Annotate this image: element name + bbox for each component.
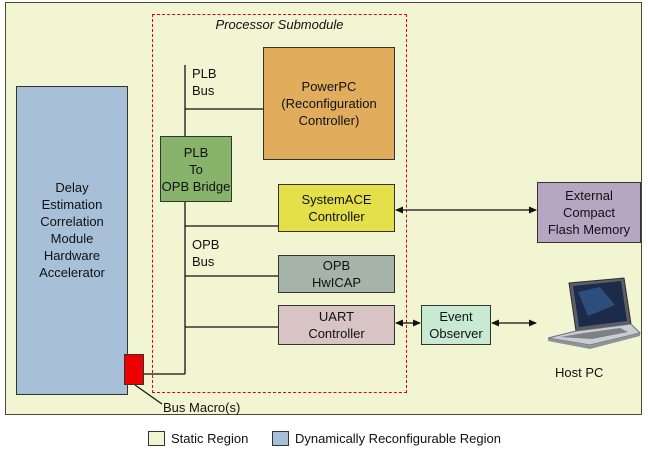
uart-controller-block: UART Controller <box>278 305 395 345</box>
systemace-controller-block: SystemACE Controller <box>278 184 395 232</box>
bus-macro-block <box>124 354 144 385</box>
opb-hwicap-block: OPB HwICAP <box>278 255 395 293</box>
event-observer-block: Event Observer <box>421 305 491 345</box>
bus-macro-label: Bus Macro(s) <box>163 400 241 415</box>
legend-dynamic-swatch <box>272 431 289 446</box>
laptop-icon <box>547 277 641 349</box>
processor-submodule-title: Processor Submodule <box>215 17 344 32</box>
powerpc-block: PowerPC (Reconfiguration Controller) <box>263 47 395 160</box>
bus-macro-pointer-line <box>134 384 163 405</box>
plb-bus-label: PLB Bus <box>192 66 217 98</box>
legend-static-label: Static Region <box>171 431 249 446</box>
processor-submodule-outline <box>152 14 407 393</box>
external-flash-block: External Compact Flash Memory <box>537 182 641 243</box>
plb-to-opb-bridge-block: PLB To OPB Bridge <box>160 136 232 202</box>
opb-bus-label: OPB Bus <box>192 237 220 269</box>
host-pc-label: Host PC <box>555 365 604 380</box>
hardware-accelerator-block: Delay Estimation Correlation Module Hard… <box>16 86 128 395</box>
legend-dynamic-label: Dynamically Reconfigurable Region <box>295 431 501 446</box>
legend-static-swatch <box>148 431 165 446</box>
